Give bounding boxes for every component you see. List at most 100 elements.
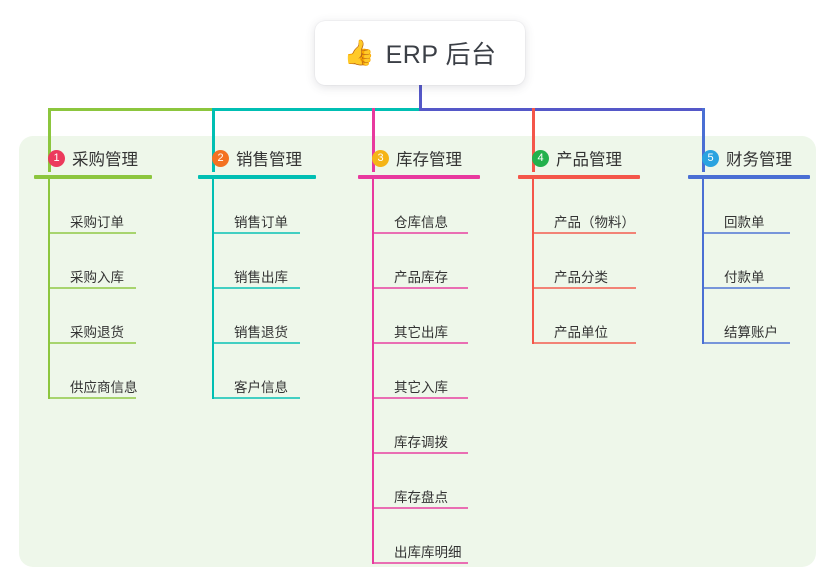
- branch-item[interactable]: 销售出库: [198, 234, 348, 289]
- branch-column-5: 5 财务管理回款单付款单结算账户: [688, 146, 838, 344]
- branch-title: 库存管理: [396, 151, 462, 169]
- branch-header-5[interactable]: 5 财务管理: [688, 146, 838, 170]
- branch-header-2[interactable]: 2 销售管理: [198, 146, 348, 170]
- branch-item-rule: [372, 232, 468, 234]
- branch-column-1: 1 采购管理采购订单采购入库采购退货供应商信息: [34, 146, 184, 399]
- branch-item-rule: [372, 507, 468, 509]
- branch-item-rule: [212, 232, 300, 234]
- branch-number-badge: 5: [702, 149, 719, 167]
- branch-item[interactable]: 产品分类: [518, 234, 683, 289]
- branch-header-rule: [198, 175, 316, 179]
- branch-item-rule: [212, 397, 300, 399]
- branch-item[interactable]: 产品（物料）: [518, 179, 683, 234]
- branch-item-label: 仓库信息: [394, 215, 448, 230]
- branch-item-label: 客户信息: [234, 380, 288, 395]
- branch-item-rule: [532, 232, 636, 234]
- branch-header-1[interactable]: 1 采购管理: [34, 146, 184, 170]
- branch-item-rule: [372, 342, 468, 344]
- branch-number-badge: 2: [212, 149, 229, 167]
- branch-item-label: 采购订单: [70, 215, 124, 230]
- branch-spine: [532, 179, 534, 344]
- branch-header-rule: [688, 175, 810, 179]
- branch-title: 销售管理: [236, 151, 302, 169]
- branch-title: 财务管理: [726, 151, 792, 169]
- branch-item-label: 销售退货: [234, 325, 288, 340]
- branch-item-label: 库存盘点: [394, 490, 448, 505]
- branch-header-rule: [358, 175, 480, 179]
- branch-item-label: 其它入库: [394, 380, 448, 395]
- branch-item[interactable]: 产品库存: [358, 234, 518, 289]
- connector-root-stem: [419, 85, 422, 111]
- branch-item-label: 采购退货: [70, 325, 124, 340]
- branch-item[interactable]: 采购入库: [34, 234, 184, 289]
- branch-item-label: 回款单: [724, 215, 765, 230]
- branch-column-2: 2 销售管理销售订单销售出库销售退货客户信息: [198, 146, 348, 399]
- branch-item-list: 采购订单采购入库采购退货供应商信息: [34, 179, 184, 399]
- branch-item-rule: [48, 342, 136, 344]
- branch-item-label: 产品库存: [394, 270, 448, 285]
- branch-item[interactable]: 客户信息: [198, 344, 348, 399]
- branch-item-rule: [372, 397, 468, 399]
- branch-item[interactable]: 付款单: [688, 234, 838, 289]
- branch-spine: [702, 179, 704, 344]
- branch-item-label: 采购入库: [70, 270, 124, 285]
- branch-item-label: 销售订单: [234, 215, 288, 230]
- branch-item[interactable]: 产品单位: [518, 289, 683, 344]
- page-title: ERP 后台: [385, 41, 497, 69]
- thumbs-up-icon: 👍: [343, 38, 375, 67]
- branch-spine: [48, 179, 50, 399]
- branch-item-label: 供应商信息: [70, 380, 138, 395]
- branch-item[interactable]: 其它出库: [358, 289, 518, 344]
- branch-item[interactable]: 出库库明细: [358, 509, 518, 564]
- branch-item-rule: [372, 562, 468, 564]
- connector-drop-2: [212, 108, 215, 172]
- branch-item-rule: [48, 232, 136, 234]
- branch-title: 产品管理: [556, 151, 622, 169]
- branch-number-badge: 1: [48, 149, 65, 167]
- branch-item-label: 产品（物料）: [554, 215, 635, 230]
- branch-item[interactable]: 库存盘点: [358, 454, 518, 509]
- branch-item-rule: [702, 342, 790, 344]
- branch-item-label: 付款单: [724, 270, 765, 285]
- branch-header-3[interactable]: 3 库存管理: [358, 146, 518, 170]
- branch-item[interactable]: 供应商信息: [34, 344, 184, 399]
- branch-spine: [372, 179, 374, 564]
- branch-item-list: 仓库信息产品库存其它出库其它入库库存调拨库存盘点出库库明细: [358, 179, 518, 564]
- branch-item[interactable]: 其它入库: [358, 344, 518, 399]
- branch-item[interactable]: 回款单: [688, 179, 838, 234]
- connector-drop-5: [702, 108, 705, 172]
- branch-header-rule: [518, 175, 640, 179]
- branch-item-rule: [48, 287, 136, 289]
- branches-panel: [19, 136, 816, 567]
- branch-item-list: 销售订单销售出库销售退货客户信息: [198, 179, 348, 399]
- branch-item-label: 产品单位: [554, 325, 608, 340]
- branch-item-label: 库存调拨: [394, 435, 448, 450]
- branch-item-rule: [532, 287, 636, 289]
- branch-item[interactable]: 结算账户: [688, 289, 838, 344]
- branch-number-badge: 3: [372, 149, 389, 167]
- branch-item-label: 产品分类: [554, 270, 608, 285]
- branch-item-label: 出库库明细: [394, 545, 462, 560]
- connector-drop-1: [48, 108, 51, 172]
- branch-item-rule: [702, 287, 790, 289]
- root-node-card[interactable]: 👍 ERP 后台: [315, 21, 525, 85]
- branch-item[interactable]: 库存调拨: [358, 399, 518, 454]
- branch-item[interactable]: 销售退货: [198, 289, 348, 344]
- branch-item-rule: [212, 287, 300, 289]
- branch-item-list: 产品（物料） 产品分类产品单位: [518, 179, 683, 344]
- root-node-content: 👍 ERP 后台: [343, 35, 496, 71]
- branch-item-rule: [48, 397, 136, 399]
- branch-item[interactable]: 仓库信息: [358, 179, 518, 234]
- branch-item[interactable]: 采购退货: [34, 289, 184, 344]
- branch-item[interactable]: 采购订单: [34, 179, 184, 234]
- branch-item-list: 回款单付款单结算账户: [688, 179, 838, 344]
- branch-item-label: 结算账户: [724, 325, 778, 340]
- branch-item[interactable]: 销售订单: [198, 179, 348, 234]
- branch-item-label: 其它出库: [394, 325, 448, 340]
- branch-title: 采购管理: [72, 151, 138, 169]
- branch-item-rule: [702, 232, 790, 234]
- branch-item-rule: [372, 452, 468, 454]
